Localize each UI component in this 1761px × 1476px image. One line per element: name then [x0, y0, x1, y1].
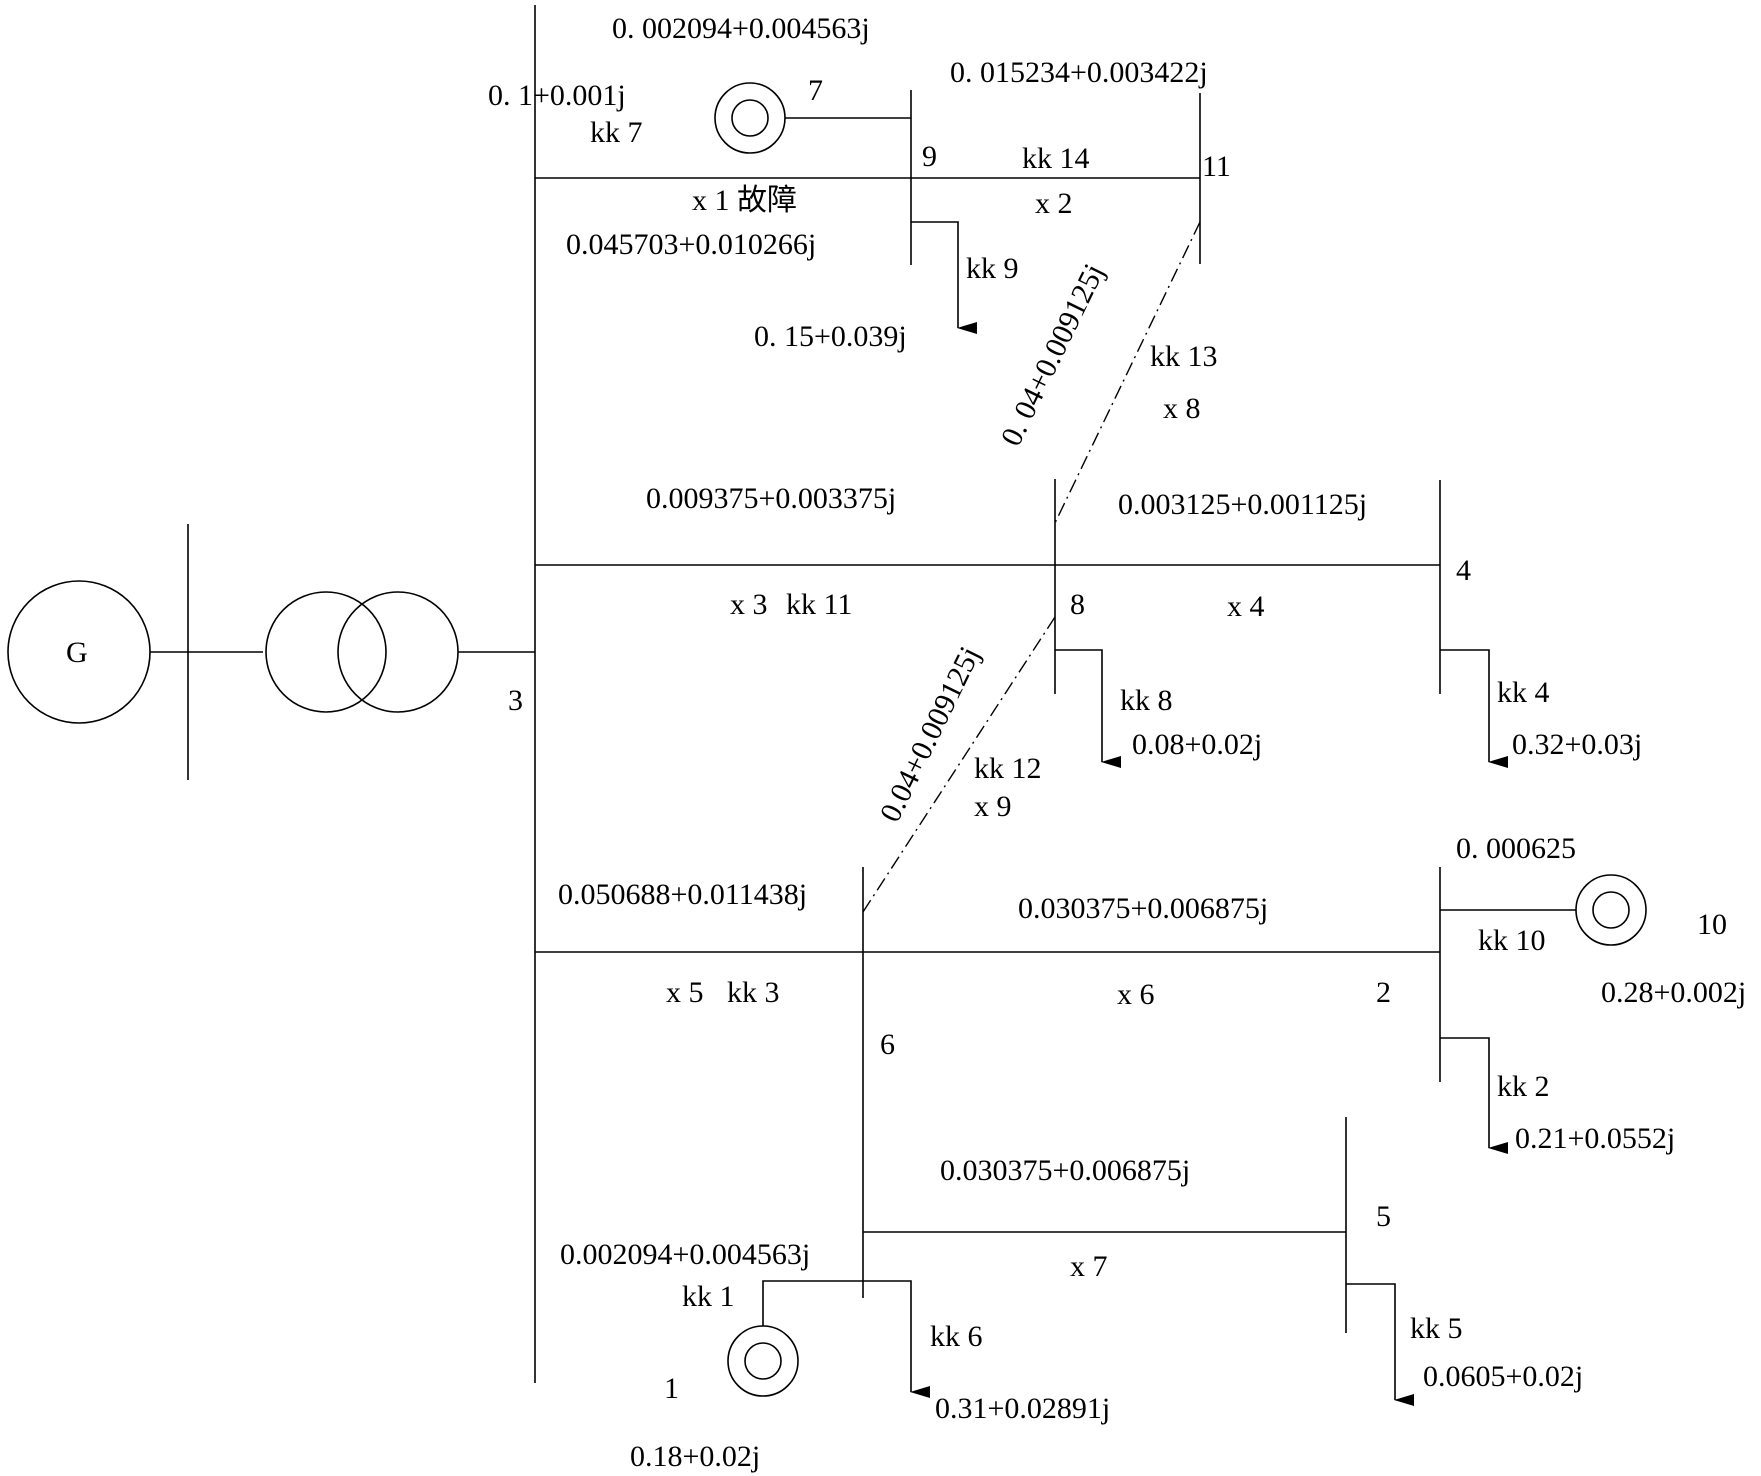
line-label-x4: x 4	[1227, 590, 1265, 623]
generator-label: G	[66, 636, 88, 669]
distributed-generator-1	[727, 1325, 799, 1397]
impedance-dg10-branch: 0. 000625	[1456, 832, 1576, 865]
impedance-line-3-6: 0.050688+0.011438j	[558, 878, 807, 911]
bus-label-9: 9	[922, 140, 937, 173]
tie-line-6-8	[862, 616, 1056, 913]
power-load5: 0.0605+0.02j	[1423, 1360, 1583, 1393]
impedance-line-6-5: 0.030375+0.006875j	[940, 1154, 1190, 1187]
switch-kk6: kk 6	[930, 1320, 983, 1353]
dg1-outer-ring	[727, 1325, 799, 1397]
line-label-x2: x 2	[1035, 187, 1073, 220]
tie-line-8-11	[1054, 221, 1201, 524]
impedance-dg1-branch: 0.002094+0.004563j	[560, 1238, 810, 1271]
line-label-x1-fault: x 1 故障	[692, 184, 797, 217]
switch-kk10: kk 10	[1478, 924, 1546, 957]
line-label-x3: x 3	[730, 588, 768, 621]
load5-branch	[1346, 1283, 1414, 1406]
impedance-tie-8-11: 0. 04+0.009125j	[995, 259, 1111, 451]
bus-label-3: 3	[508, 684, 523, 717]
line-label-x5: x 5	[666, 976, 704, 1009]
power-dg1: 0.18+0.02j	[630, 1440, 760, 1473]
transformer-winding-secondary	[337, 591, 459, 713]
dg10-outer-ring	[1575, 874, 1647, 946]
generator-group: G	[7, 524, 263, 780]
bus-label-4: 4	[1456, 554, 1471, 587]
impedance-dg7-branch: 0. 002094+0.004563j	[612, 12, 870, 45]
load4-branch	[1440, 649, 1508, 768]
power-load2: 0.21+0.0552j	[1515, 1122, 1675, 1155]
switch-kk8: kk 8	[1120, 684, 1173, 717]
impedance-line-3-9: 0.045703+0.010266j	[566, 228, 816, 261]
line-label-x9: x 9	[974, 790, 1012, 823]
switch-kk11: kk 11	[786, 588, 852, 621]
line-label-x7: x 7	[1070, 1250, 1108, 1283]
distributed-generator-7	[714, 82, 786, 154]
switch-kk13: kk 13	[1150, 340, 1218, 373]
power-load6: 0.31+0.02891j	[935, 1392, 1110, 1425]
dg7-outer-ring	[714, 82, 786, 154]
dg1-inner-ring	[744, 1342, 782, 1380]
bus-label-5: 5	[1376, 1200, 1391, 1233]
switch-kk9: kk 9	[966, 252, 1019, 285]
switch-kk7: kk 7	[590, 116, 643, 149]
switch-kk12: kk 12	[974, 752, 1042, 785]
power-load8: 0.08+0.02j	[1132, 728, 1262, 761]
switch-kk4: kk 4	[1497, 676, 1550, 709]
bus-label-11: 11	[1202, 150, 1231, 183]
impedance-line-6-2: 0.030375+0.006875j	[1018, 892, 1268, 925]
switch-kk3: kk 3	[727, 976, 780, 1009]
bus-label-6: 6	[880, 1028, 895, 1061]
power-load9: 0. 15+0.039j	[754, 320, 907, 353]
load2-branch	[1440, 1037, 1508, 1154]
load8-branch	[1055, 649, 1121, 768]
dg1-branch-line	[762, 1280, 863, 1326]
bus-label-8: 8	[1070, 588, 1085, 621]
load6-branch	[863, 1280, 930, 1398]
transformer-symbol	[265, 591, 535, 713]
line-label-x6: x 6	[1117, 978, 1155, 1011]
transformer-winding-primary	[265, 591, 387, 713]
switch-kk5: kk 5	[1410, 1312, 1463, 1345]
dg7-inner-ring	[731, 99, 769, 137]
dg10-inner-ring	[1592, 891, 1630, 929]
distributed-generator-10	[1575, 874, 1647, 946]
impedance-line-3-8: 0.009375+0.003375j	[646, 482, 896, 515]
switch-kk1: kk 1	[682, 1280, 735, 1313]
impedance-tie-6-8: 0.04+0.009125j	[874, 642, 987, 827]
bus-label-7: 7	[808, 74, 823, 107]
line-label-x8: x 8	[1163, 392, 1201, 425]
switch-kk14: kk 14	[1022, 142, 1090, 175]
power-dg7: 0. 1+0.001j	[488, 79, 626, 112]
switch-kk2: kk 2	[1497, 1070, 1550, 1103]
load9-branch	[911, 221, 977, 334]
power-dg10: 0.28+0.002j	[1601, 976, 1746, 1009]
impedance-line-8-4: 0.003125+0.001125j	[1118, 488, 1367, 521]
bus-label-10: 10	[1697, 908, 1727, 941]
bus-label-2: 2	[1376, 976, 1391, 1009]
bus-label-1: 1	[664, 1372, 679, 1405]
impedance-line-9-11: 0. 015234+0.003422j	[950, 56, 1208, 89]
power-load4: 0.32+0.03j	[1512, 728, 1642, 761]
